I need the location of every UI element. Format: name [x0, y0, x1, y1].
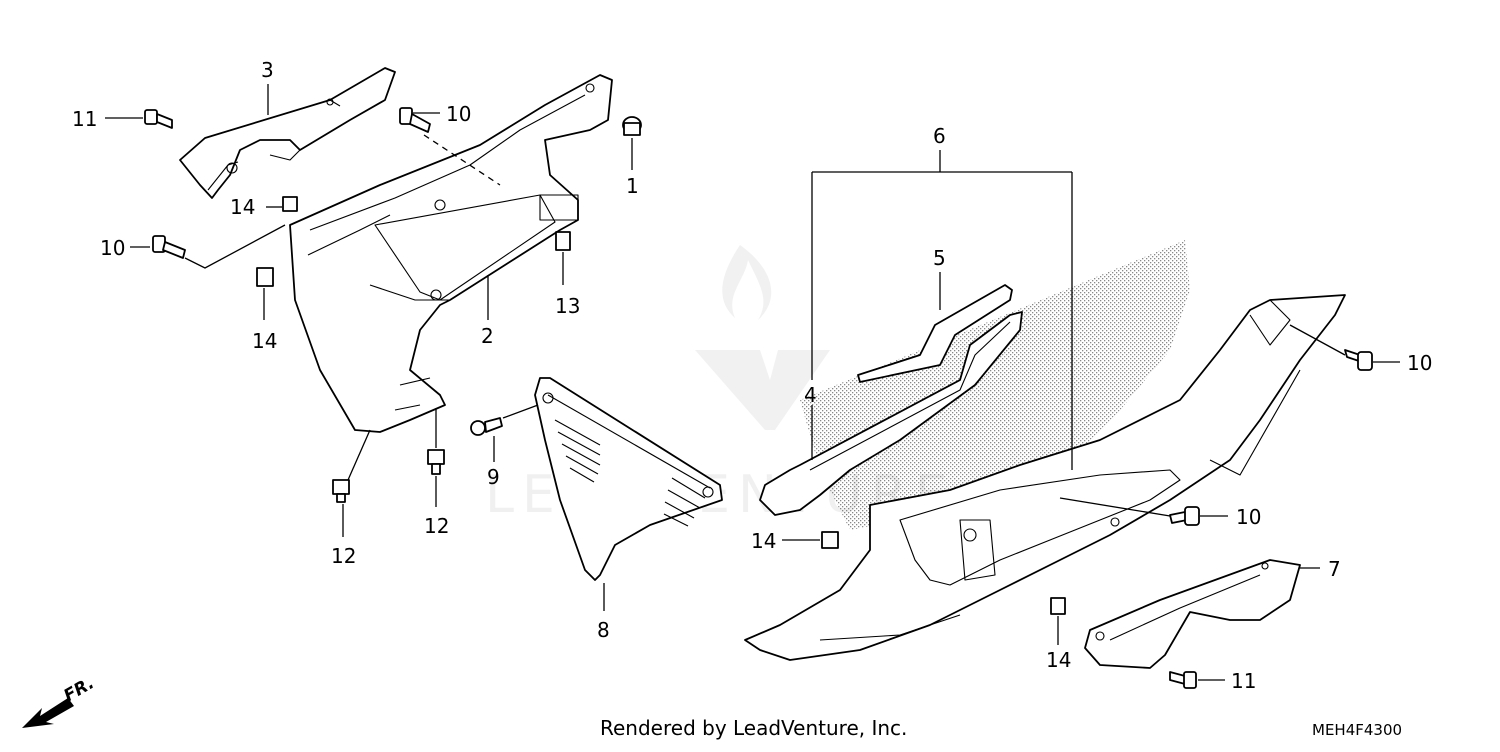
part-2-side-cover: [289, 74, 613, 433]
clip-13-icon: [555, 231, 571, 251]
nut-12a-icon: [427, 449, 445, 475]
callout-14-upper: 14: [230, 195, 255, 219]
part-5-rail: [857, 284, 1013, 383]
callout-6: 6: [933, 124, 946, 148]
callout-14-center: 14: [751, 529, 776, 553]
part-7-lower-cover: [1084, 559, 1301, 669]
callout-10-left: 10: [100, 236, 125, 260]
callout-2: 2: [481, 324, 494, 348]
bolt-10a-icon: [399, 107, 431, 133]
arrow-front-icon: FR.: [22, 673, 98, 728]
diagram-code: MEH4F4300: [1312, 721, 1402, 739]
bolt-10c-icon: [1344, 349, 1373, 371]
callout-10-right-top: 10: [1407, 351, 1432, 375]
callout-14-left: 14: [252, 329, 277, 353]
rendered-by-credit: Rendered by LeadVenture, Inc.: [600, 716, 907, 740]
clip-14c-icon: [821, 531, 839, 549]
callouts: 3 11 10 1 14 10 14 2 13 9 12 12 8 6 5 4 …: [72, 58, 1432, 693]
callout-12-left: 12: [331, 544, 356, 568]
callout-11-bottom: 11: [1231, 669, 1256, 693]
clip-14a-icon: [282, 196, 298, 212]
bolt-11a-icon: [144, 109, 173, 129]
callout-9: 9: [487, 465, 500, 489]
nut-12b-icon: [332, 479, 350, 503]
callout-5: 5: [933, 246, 946, 270]
part-6-rear-cover: [744, 294, 1346, 661]
callout-10-top: 10: [446, 102, 471, 126]
part-3-upper-cover: [179, 67, 396, 199]
callout-3: 3: [261, 58, 274, 82]
leader-lines: [105, 84, 1400, 681]
callout-8: 8: [597, 618, 610, 642]
bolt-10b-icon: [152, 235, 186, 259]
clip-14b-icon: [256, 267, 274, 287]
callout-7: 7: [1328, 557, 1341, 581]
callout-1: 1: [626, 174, 639, 198]
bolt-10d-icon: [1169, 506, 1200, 526]
callout-10-right-mid: 10: [1236, 505, 1261, 529]
part-8-side-panel: [534, 377, 723, 581]
callout-4: 4: [804, 383, 817, 407]
callout-13: 13: [555, 294, 580, 318]
clip-14d-icon: [1050, 597, 1066, 615]
grommet-1-icon: [622, 116, 642, 136]
screw-9-icon: [470, 417, 503, 436]
callout-11-top: 11: [72, 107, 97, 131]
callout-12-right: 12: [424, 514, 449, 538]
dotted-shade: [800, 240, 1190, 530]
callout-14-lower: 14: [1046, 648, 1071, 672]
bolt-11b-icon: [1169, 671, 1197, 689]
part-4-rail: [759, 311, 1023, 516]
